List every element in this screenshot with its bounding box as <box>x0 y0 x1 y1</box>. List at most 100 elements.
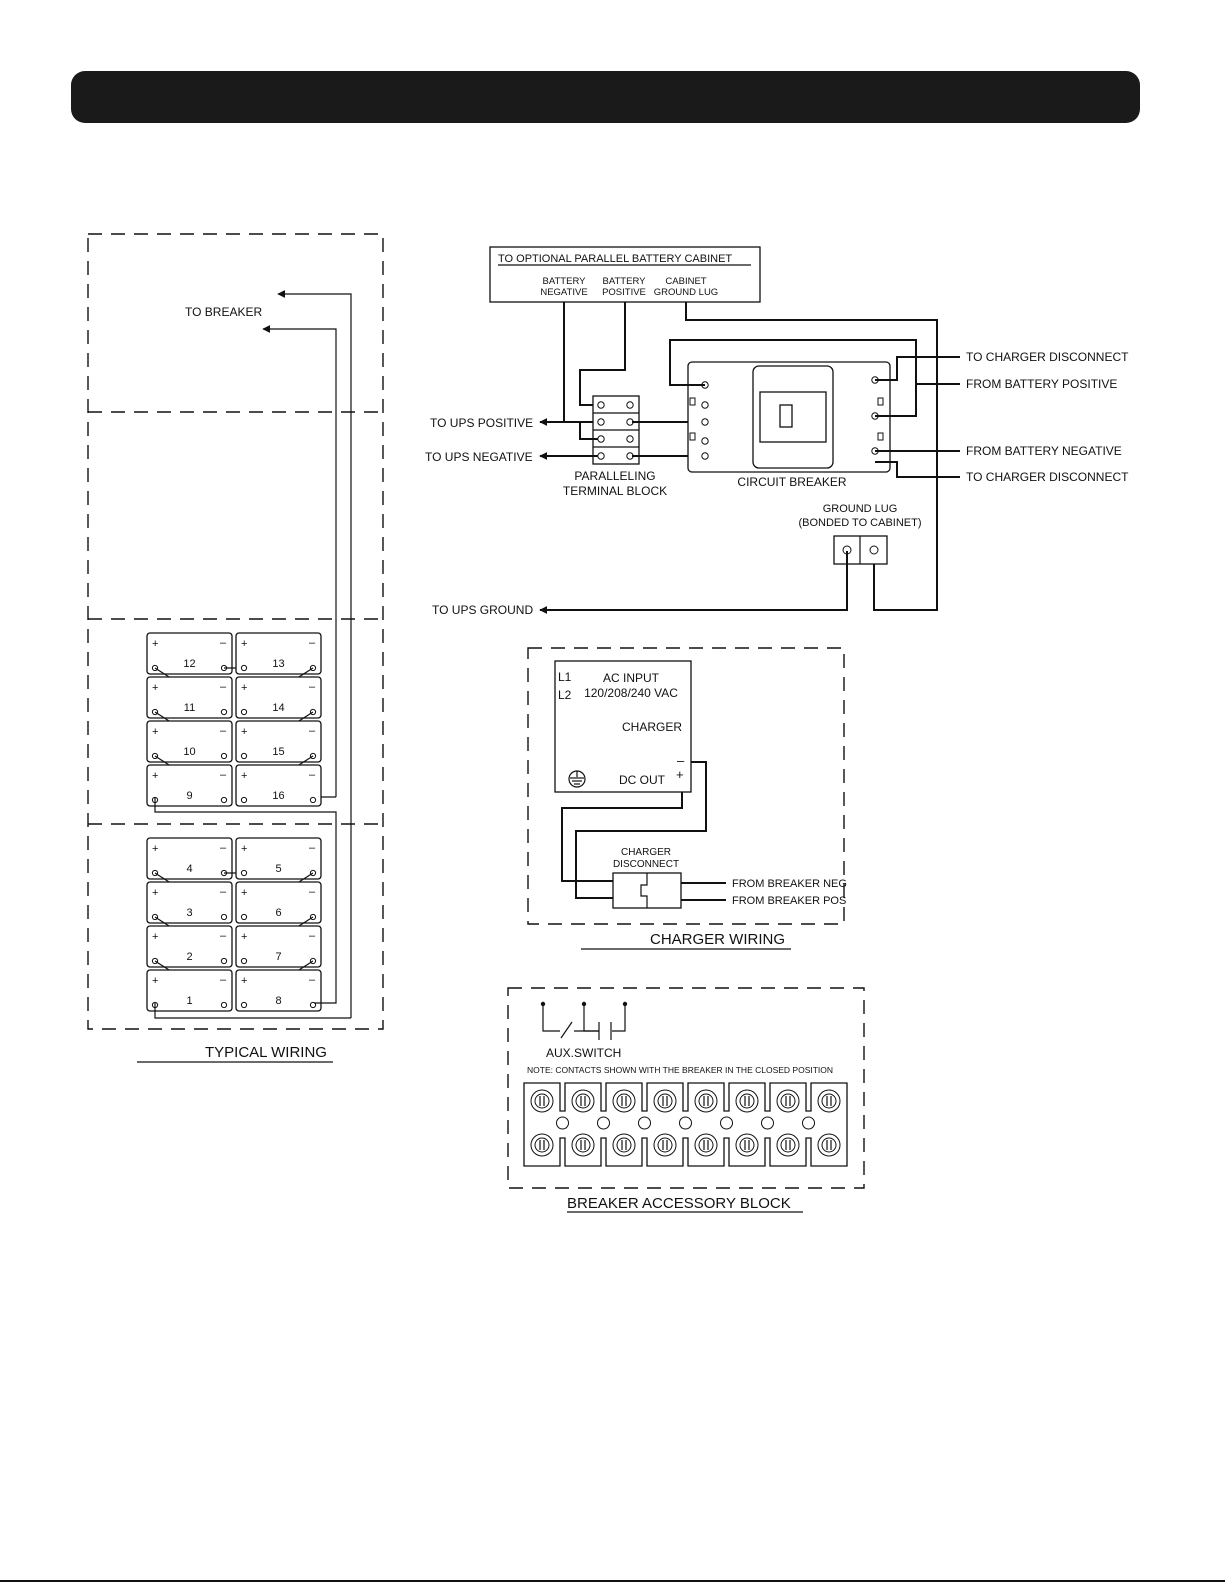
battery-number: 13 <box>272 658 284 670</box>
main-positive-wire <box>154 1003 351 1019</box>
battery-minus-sign: – <box>220 637 227 649</box>
battery-plus-sign: + <box>241 638 247 650</box>
battery-minus-sign: – <box>309 886 316 898</box>
battery: +–9 <box>146 764 233 807</box>
breaker-tab <box>689 397 696 406</box>
battery-minus-sign: – <box>220 769 227 781</box>
breaker-terminal <box>701 418 709 426</box>
terminal-screw <box>626 435 634 443</box>
disconnect-divider <box>640 873 648 908</box>
battery: + – 1 <box>146 969 233 1012</box>
battery-minus-sign: – <box>309 974 316 986</box>
battery-plus-sign: + <box>152 975 158 987</box>
battery-case <box>235 969 322 1012</box>
battery: +–6 <box>235 881 322 924</box>
accessory-screw-head <box>780 1093 796 1109</box>
accessory-screw-head <box>534 1137 550 1153</box>
battery: +–12 <box>146 632 233 675</box>
breaker-terminal <box>701 401 709 409</box>
battery: +–16 <box>235 764 322 807</box>
battery-case <box>146 925 233 968</box>
battery-terminal <box>240 957 248 965</box>
battery-number: 6 <box>275 907 281 919</box>
aux-switch-label: AUX.SWITCH <box>546 1046 621 1060</box>
breaker-handle[interactable] <box>779 404 793 428</box>
battery-plus-sign: + <box>152 931 158 943</box>
to-charger-disconnect-label: TO CHARGER DISCONNECT <box>966 470 1129 484</box>
battery-case <box>146 837 233 880</box>
terminal-screw <box>597 435 605 443</box>
breaker-tab <box>689 432 696 441</box>
to-charger-disconnect-wire <box>875 356 960 381</box>
battery-case <box>235 925 322 968</box>
breaker-window <box>759 391 827 443</box>
to-breaker-negative-wire <box>262 325 337 797</box>
dc-plus-label: + <box>676 767 684 782</box>
battery-minus-sign: – <box>220 930 227 942</box>
battery-terminal <box>309 1001 317 1009</box>
battery-terminal <box>220 796 228 804</box>
series-link-wire <box>154 797 337 1004</box>
contacts-note: NOTE: CONTACTS SHOWN WITH THE BREAKER IN… <box>527 1065 833 1075</box>
battery-minus-sign: – <box>309 637 316 649</box>
cabinet-ground-label: CABINET <box>665 276 706 287</box>
ac-input-label: AC INPUT <box>603 671 660 685</box>
accessory-screw-head <box>739 1137 755 1153</box>
from-battery-negative-label: FROM BATTERY NEGATIVE <box>966 444 1122 458</box>
battery-minus-sign: – <box>220 842 227 854</box>
accessory-hole <box>556 1116 569 1130</box>
accessory-screw-head <box>821 1093 837 1109</box>
dc-negative-wire <box>575 761 707 899</box>
battery-plus-sign: + <box>152 843 158 855</box>
battery-number: 7 <box>275 951 281 963</box>
l1-label: L1 <box>558 670 572 684</box>
to-ups-negative-label: TO UPS NEGATIVE <box>425 450 533 464</box>
cabinet-ground-label: GROUND LUG <box>654 287 718 298</box>
dc-positive-wire <box>561 792 683 882</box>
battery-plus-sign: + <box>241 931 247 943</box>
accessory-hole <box>597 1116 610 1130</box>
battery-case <box>146 969 233 1012</box>
accessory-screw-head <box>698 1137 714 1153</box>
accessory-screw-head <box>657 1137 673 1153</box>
accessory-screw-head <box>657 1093 673 1109</box>
ground-lug-terminal <box>869 545 879 555</box>
battery-plus-sign: + <box>241 975 247 987</box>
accessory-screw-head <box>534 1093 550 1109</box>
to-ups-positive-wire <box>539 418 598 440</box>
paralleling-label: TERMINAL BLOCK <box>563 484 667 498</box>
optional-cabinet-label: TO OPTIONAL PARALLEL BATTERY CABINET <box>498 253 732 265</box>
cabinet-ground-wire <box>685 302 938 611</box>
battery-number: 1 <box>186 995 192 1007</box>
battery-plus-sign: + <box>152 682 158 694</box>
charger-box <box>554 660 692 793</box>
charger-wiring-title: CHARGER WIRING <box>650 931 785 948</box>
accessory-hole <box>720 1116 733 1130</box>
charger-wiring-section: L1 L2 AC INPUT 120/208/240 VAC CHARGER D… <box>527 647 847 950</box>
l2-label: L2 <box>558 688 572 702</box>
ground-lug-label: GROUND LUG <box>823 503 898 515</box>
battery-number: 12 <box>183 658 195 670</box>
battery-plus-sign: + <box>241 726 247 738</box>
charger-disconnect-label: CHARGER <box>621 847 671 858</box>
dc-out-label: DC OUT <box>619 773 666 787</box>
battery-plus-sign: + <box>152 770 158 782</box>
from-battery-positive-label: FROM BATTERY POSITIVE <box>966 377 1117 391</box>
battery-terminal <box>240 708 248 716</box>
to-charger-disconnect-wire <box>875 461 960 478</box>
battery-terminal <box>240 1001 248 1009</box>
battery-minus-sign: – <box>220 725 227 737</box>
battery: + – 13 <box>235 632 322 675</box>
battery-plus-sign: + <box>152 887 158 899</box>
aux-switch-symbol <box>540 1001 628 1040</box>
terminal-screw <box>597 452 605 460</box>
typical-wiring-section: TO BREAKER +–12+–11+–10+–9+–13+–14+–15+–… <box>87 233 384 1063</box>
battery-case <box>235 676 322 719</box>
battery-plus-sign: + <box>152 726 158 738</box>
battery-negative-label: NEGATIVE <box>540 287 587 298</box>
battery-cabinet-outline <box>87 233 384 1030</box>
battery-number: 11 <box>184 702 195 714</box>
accessory-screw-head <box>575 1137 591 1153</box>
battery-minus-sign: – <box>220 974 227 986</box>
battery-minus-sign: – <box>309 930 316 942</box>
